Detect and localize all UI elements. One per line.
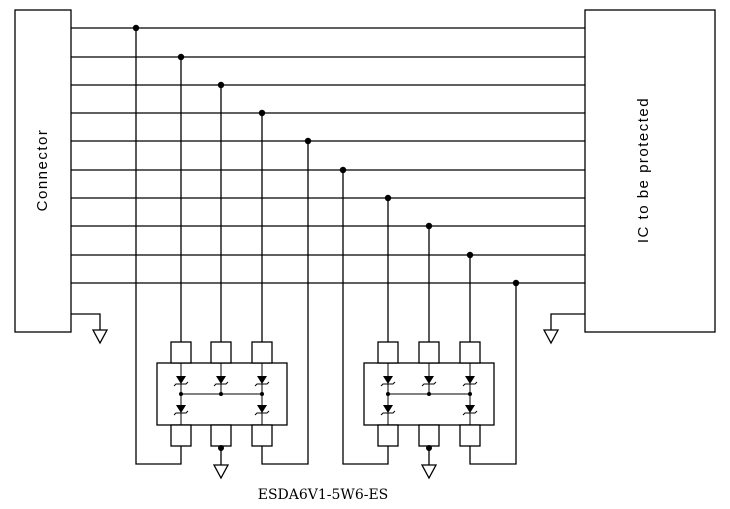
ic-label: IC to be protected	[635, 97, 652, 243]
junction-dots	[132, 24, 520, 287]
connector-label: Connector	[34, 129, 51, 212]
connector-ground	[71, 313, 109, 345]
esd-array-left	[135, 28, 309, 480]
ic-block	[584, 9, 716, 333]
part-number-label: ESDA6V1-5W6-ES	[258, 487, 389, 503]
ic-ground	[542, 313, 585, 345]
connector-block	[14, 9, 72, 333]
signal-lines	[71, 27, 585, 284]
esd-array-right	[342, 170, 517, 480]
